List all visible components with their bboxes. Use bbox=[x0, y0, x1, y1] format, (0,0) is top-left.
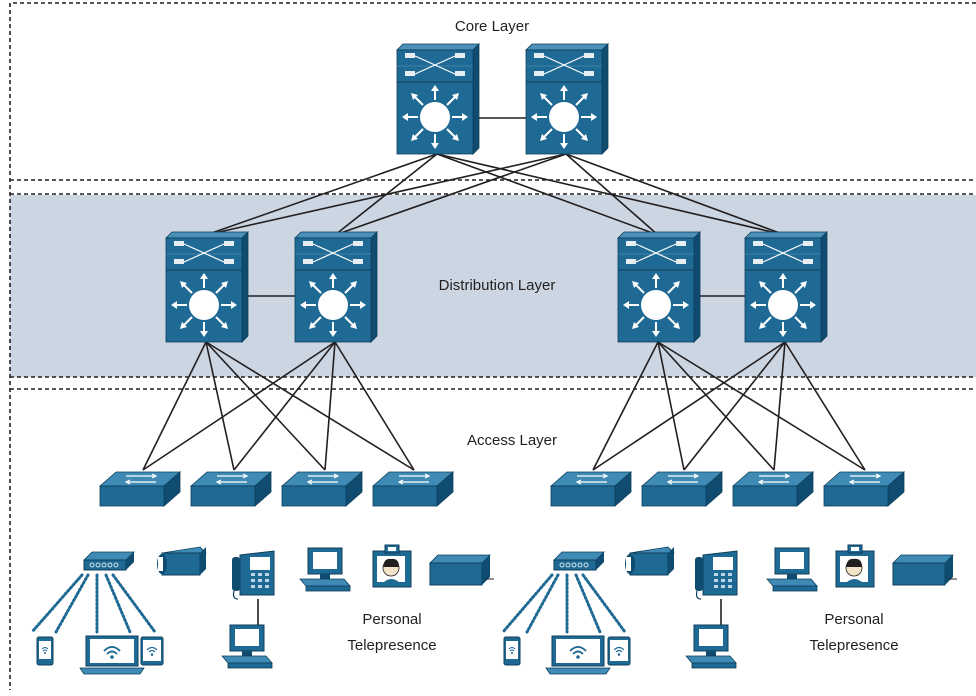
access-switch-8[interactable] bbox=[823, 471, 905, 507]
smartphone-icon[interactable] bbox=[36, 636, 54, 666]
core-layer-label: Core Layer bbox=[455, 18, 529, 35]
wireless-access-point-icon[interactable] bbox=[83, 551, 135, 571]
access-switch-6[interactable] bbox=[641, 471, 723, 507]
distribution-switch-2[interactable] bbox=[294, 231, 378, 343]
desktop-pc-icon[interactable] bbox=[685, 624, 737, 669]
ip-camera-icon[interactable] bbox=[624, 546, 675, 576]
access-switch-3[interactable] bbox=[281, 471, 363, 507]
core-switch-right[interactable] bbox=[525, 43, 609, 155]
telepresence-label-right-1: Personal bbox=[824, 611, 883, 628]
endpoint-group-left: Personal Telepresence bbox=[30, 544, 495, 675]
access-layer-label: Access Layer bbox=[467, 432, 557, 449]
telepresence-screen-icon[interactable] bbox=[372, 544, 412, 588]
core-distribution-links bbox=[205, 117, 786, 236]
telepresence-label-left-1: Personal bbox=[362, 611, 421, 628]
distribution-switch-3[interactable] bbox=[617, 231, 701, 343]
tablet-icon[interactable] bbox=[140, 636, 164, 666]
wireless-access-point-icon[interactable] bbox=[553, 551, 605, 571]
access-switch-4[interactable] bbox=[372, 471, 454, 507]
access-switch-2[interactable] bbox=[190, 471, 272, 507]
desktop-pc-icon[interactable] bbox=[299, 547, 351, 592]
ip-phone-icon[interactable] bbox=[231, 550, 275, 600]
wireless-links-left bbox=[30, 573, 157, 634]
distribution-switch-1[interactable] bbox=[165, 231, 249, 343]
telepresence-label-left-2: Telepresence bbox=[347, 637, 436, 654]
laptop-icon[interactable] bbox=[79, 635, 145, 675]
telepresence-screen-icon[interactable] bbox=[835, 544, 875, 588]
access-switch-1[interactable] bbox=[99, 471, 181, 507]
tablet-icon[interactable] bbox=[607, 636, 631, 666]
access-switch-7[interactable] bbox=[732, 471, 814, 507]
media-device-icon[interactable] bbox=[892, 554, 958, 586]
media-device-icon[interactable] bbox=[429, 554, 495, 586]
endpoint-group-right: Personal Telepresence bbox=[501, 544, 958, 675]
telepresence-label-right-2: Telepresence bbox=[809, 637, 898, 654]
laptop-icon[interactable] bbox=[545, 635, 611, 675]
smartphone-icon[interactable] bbox=[503, 636, 521, 666]
distribution-layer-label: Distribution Layer bbox=[439, 277, 556, 294]
ip-camera-icon[interactable] bbox=[156, 546, 207, 576]
distribution-switch-4[interactable] bbox=[744, 231, 828, 343]
desktop-pc-icon[interactable] bbox=[766, 547, 818, 592]
wireless-links-right bbox=[501, 573, 627, 634]
desktop-pc-icon[interactable] bbox=[221, 624, 273, 669]
core-switch-left[interactable] bbox=[396, 43, 480, 155]
access-switch-5[interactable] bbox=[550, 471, 632, 507]
ip-phone-icon[interactable] bbox=[694, 550, 738, 600]
distribution-access-links bbox=[142, 295, 866, 471]
